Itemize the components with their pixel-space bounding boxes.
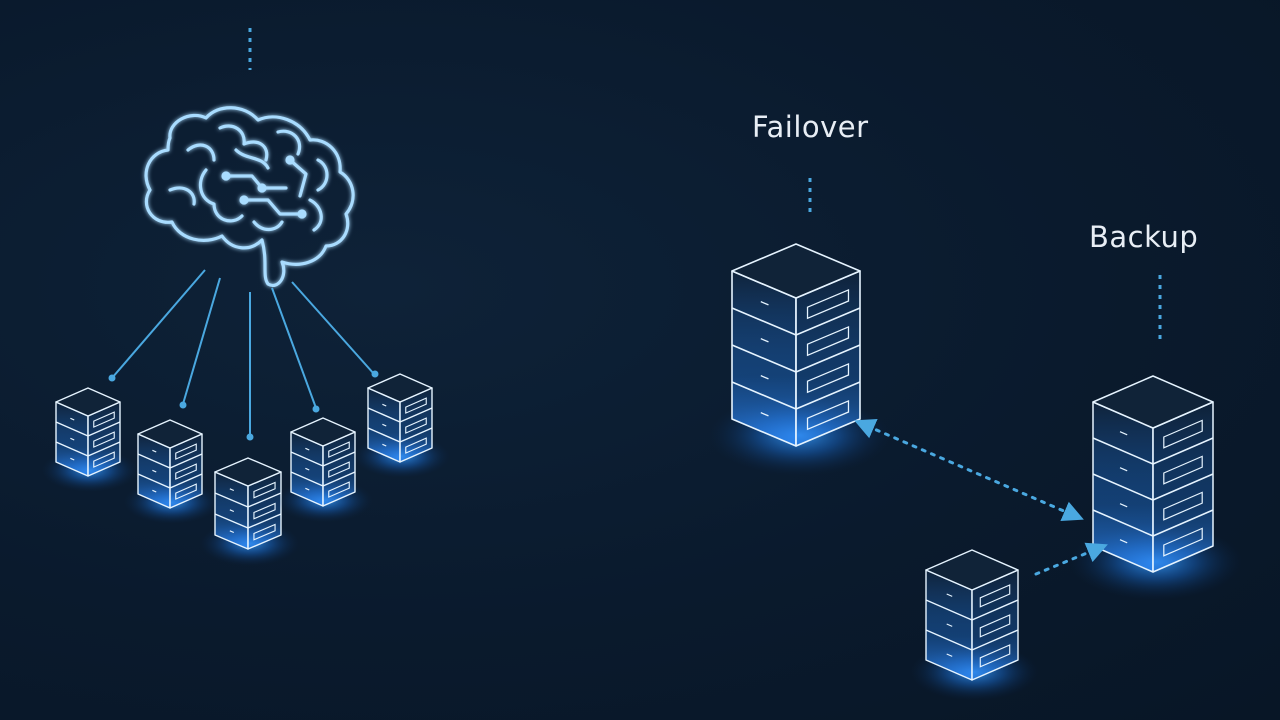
cluster-server-3 <box>199 457 300 566</box>
link-4 <box>271 287 317 409</box>
cluster-server-5 <box>353 373 450 478</box>
brain-server-links <box>108 269 379 441</box>
link-5 <box>291 281 375 375</box>
small-server-backup-arrow <box>1034 542 1108 576</box>
link-1 <box>111 269 206 379</box>
cluster-server-4 <box>276 417 373 522</box>
cluster-server-1 <box>41 387 138 492</box>
cluster-server-2 <box>123 419 220 524</box>
backup-label: Backup <box>1089 220 1199 254</box>
failover-backup-arrow <box>854 419 1084 521</box>
link-2 <box>182 277 221 405</box>
backup-server <box>1070 375 1242 601</box>
failover-label: Failover <box>752 110 869 144</box>
brain-icon <box>144 106 355 287</box>
failover-server <box>709 243 890 476</box>
small-server <box>910 549 1039 701</box>
